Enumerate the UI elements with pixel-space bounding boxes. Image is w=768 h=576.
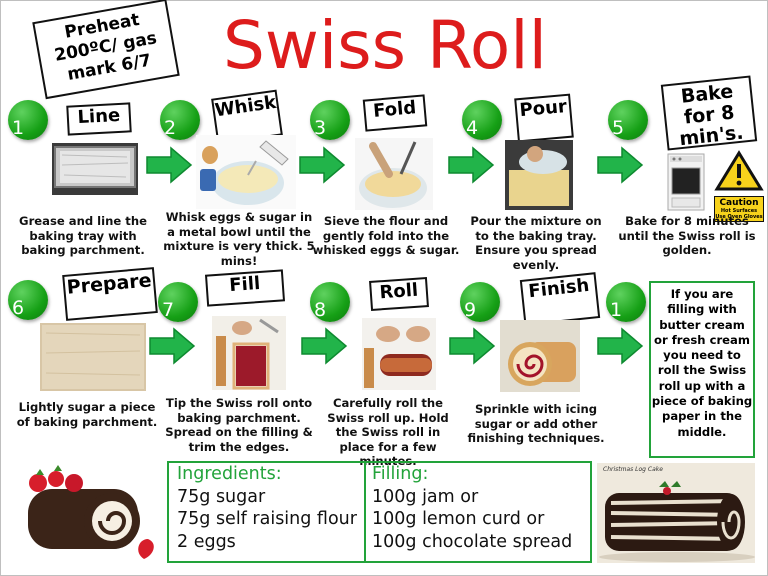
step-5-number-badge: 5 bbox=[608, 100, 648, 140]
step-8-number-badge: 8 bbox=[310, 282, 350, 322]
step-3-photo bbox=[355, 138, 433, 210]
arrow-right-icon bbox=[449, 327, 496, 365]
arrow-right-icon bbox=[448, 146, 495, 184]
step-1-photo bbox=[52, 143, 138, 195]
step-2-photo bbox=[196, 135, 296, 209]
ingredients-divider bbox=[364, 463, 366, 561]
ingredients-box: Ingredients: 75g sugar 75g self raising … bbox=[167, 461, 592, 563]
step-9-photo bbox=[500, 320, 580, 392]
arrow-right-icon bbox=[146, 146, 193, 184]
ingredients-column: Ingredients: 75g sugar 75g self raising … bbox=[177, 463, 362, 561]
step-8-photo bbox=[362, 318, 436, 390]
step-9-caption: Sprinkle with icing sugar or add other f… bbox=[467, 402, 605, 445]
warning-icon bbox=[714, 150, 764, 191]
step-7-caption: Tip the Swiss roll onto baking parchment… bbox=[165, 396, 313, 454]
step-6-label: Prepare bbox=[62, 267, 158, 321]
step-10-number-badge: 1 bbox=[606, 282, 646, 322]
swiss-roll-photo bbox=[8, 461, 162, 561]
arrow-right-icon bbox=[301, 327, 348, 365]
filling-item: 100g jam or bbox=[372, 486, 479, 507]
step-7-label: Fill bbox=[204, 269, 286, 307]
arrow-right-icon bbox=[597, 327, 644, 365]
step-5-label: Bake for 8 min's. bbox=[660, 75, 758, 151]
ingredient-item: 75g self raising flour bbox=[177, 509, 357, 529]
step-3-label: Fold bbox=[362, 94, 428, 132]
filling-tip-box: If you are filling with butter cream or … bbox=[649, 281, 755, 458]
arrow-right-icon bbox=[299, 146, 346, 184]
step-8-caption: Carefully roll the Swiss roll up. Hold t… bbox=[327, 396, 449, 468]
step-9-number-badge: 9 bbox=[460, 282, 500, 322]
step-5-caption: Bake for 8 minutes until the Swiss roll … bbox=[618, 214, 756, 257]
step-7-number-badge: 7 bbox=[158, 282, 198, 322]
filling-item: 100g chocolate spread bbox=[372, 531, 573, 552]
step-2-number-badge: 2 bbox=[160, 100, 200, 140]
ingredient-item: 2 eggs bbox=[177, 531, 236, 552]
christmas-log-cake-photo: Christmas Log Cake bbox=[597, 463, 755, 563]
step-8-label: Roll bbox=[369, 277, 429, 311]
caution-text: Hot Surfaces Use Oven Gloves bbox=[715, 208, 763, 220]
step-3-number-badge: 3 bbox=[310, 100, 350, 140]
step-4-caption: Pour the mixture on to the baking tray. … bbox=[470, 214, 602, 272]
step-7-photo bbox=[212, 316, 286, 390]
filling-item: 100g lemon curd or bbox=[372, 509, 545, 529]
step-6-number-badge: 6 bbox=[8, 280, 48, 320]
arrow-right-icon bbox=[597, 146, 644, 184]
step-1-caption: Grease and line the baking tray with bak… bbox=[19, 214, 147, 257]
ingredient-item: 75g sugar bbox=[177, 486, 266, 507]
step-2-caption: Whisk eggs & sugar in a metal bowl until… bbox=[163, 210, 315, 268]
step-3-caption: Sieve the flour and gently fold into the… bbox=[312, 214, 460, 257]
step-1-number-badge: 1 bbox=[8, 100, 48, 140]
filling-column: Filling: 100g jam or 100g lemon curd or … bbox=[372, 463, 590, 561]
log-cake-caption: Christmas Log Cake bbox=[603, 466, 663, 473]
step-9-label: Finish bbox=[519, 272, 601, 326]
ingredients-heading: Ingredients: bbox=[177, 464, 282, 484]
arrow-right-icon bbox=[149, 327, 196, 365]
oven-photo bbox=[662, 152, 710, 212]
step-4-number-badge: 4 bbox=[462, 100, 502, 140]
step-1-label: Line bbox=[66, 102, 132, 136]
step-4-photo bbox=[505, 140, 573, 210]
caution-word: Caution bbox=[719, 198, 759, 208]
caution-sign: Caution Hot Surfaces Use Oven Gloves bbox=[714, 150, 764, 222]
filling-heading: Filling: bbox=[372, 464, 429, 484]
step-4-label: Pour bbox=[514, 93, 574, 143]
step-6-photo bbox=[40, 323, 146, 391]
step-6-caption: Lightly sugar a piece of baking parchmen… bbox=[16, 400, 158, 429]
page-title: Swiss Roll bbox=[223, 7, 547, 84]
